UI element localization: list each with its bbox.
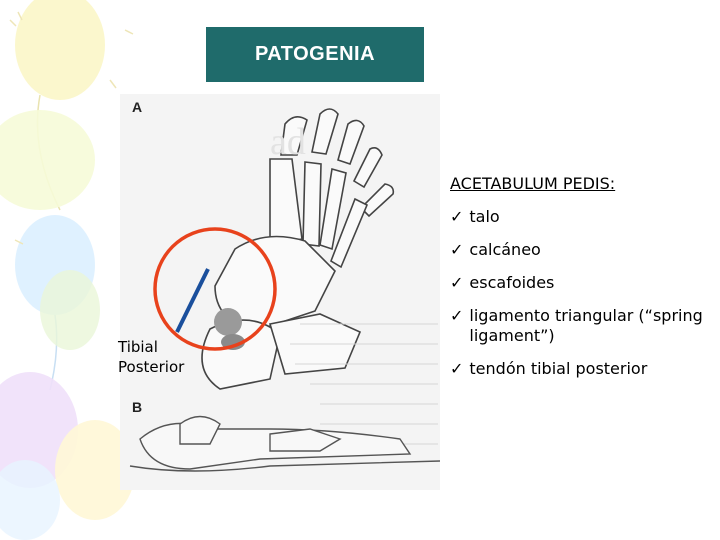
list-item: ✓ calcáneo	[450, 240, 712, 260]
title-banner: PATOGENIA	[206, 27, 424, 82]
tibial-tendon-line	[175, 268, 210, 333]
panel-a-label: A	[132, 99, 142, 115]
bullet-list: ACETABULUM PEDIS: ✓ talo ✓ calcáneo ✓ es…	[450, 174, 712, 392]
panel-b-label: B	[132, 399, 142, 415]
list-item: ✓ talo	[450, 207, 712, 227]
list-item: ✓ ligamento triangular (“spring ligament…	[450, 306, 712, 346]
list-item-text: calcáneo	[469, 240, 541, 259]
check-icon: ✓	[450, 240, 464, 259]
foot-anatomy-figure: A B ad	[120, 94, 440, 490]
list-item: ✓ tendón tibial posterior	[450, 359, 712, 379]
list-item-text: escafoides	[469, 273, 555, 292]
foot-bones-b	[129, 415, 440, 472]
list-heading: ACETABULUM PEDIS:	[450, 174, 616, 193]
tibial-posterior-label: Tibial Posterior	[118, 337, 184, 377]
tibial-label-line2: Posterior	[118, 358, 185, 376]
check-icon: ✓	[450, 306, 464, 325]
svg-text:ad: ad	[270, 121, 306, 163]
balloon-decoration	[0, 0, 135, 540]
check-icon: ✓	[450, 359, 464, 378]
tibial-label-line1: Tibial	[118, 338, 158, 356]
list-item-text: talo	[469, 207, 500, 226]
check-icon: ✓	[450, 207, 464, 226]
check-icon: ✓	[450, 273, 464, 292]
list-item-text: tendón tibial posterior	[469, 359, 648, 378]
page-title: PATOGENIA	[254, 43, 376, 65]
list-item: ✓ escafoides	[450, 273, 712, 293]
acetabulum-highlight-circle	[153, 227, 277, 351]
list-item-text: ligamento triangular (“spring ligament”)	[469, 306, 703, 345]
